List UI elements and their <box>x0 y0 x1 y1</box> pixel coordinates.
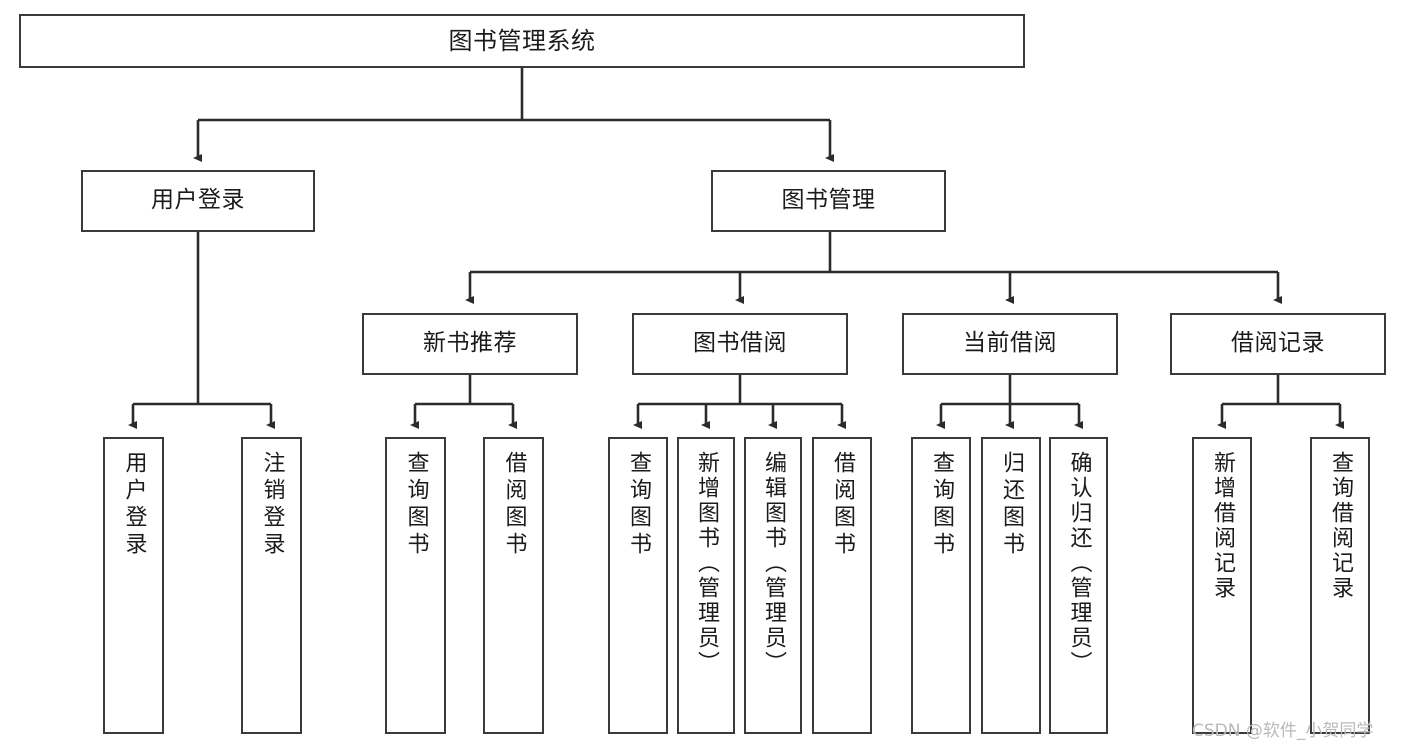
leaf-records-query-record[interactable]: 查询借阅记录 <box>1310 437 1370 734</box>
leaf-user-login-logout-label: 注销登录 <box>259 451 285 559</box>
leaf-current-return-book-label: 归还图书 <box>999 451 1024 559</box>
leaf-borrow-add-book[interactable]: 新增图书（管理员） <box>677 437 735 734</box>
node-new-book-recommend[interactable]: 新书推荐 <box>362 313 578 375</box>
node-user-login[interactable]: 用户登录 <box>81 170 315 232</box>
leaf-new-book-query[interactable]: 查询图书 <box>385 437 446 734</box>
csdn-watermark: CSDN @软件_小贺同学 <box>1192 721 1374 741</box>
node-book-management-label: 图书管理 <box>781 187 876 214</box>
leaf-records-add-record-label: 新增借阅记录 <box>1210 451 1235 601</box>
node-borrow-records-label: 借阅记录 <box>1231 330 1325 357</box>
leaf-new-book-query-label: 查询图书 <box>403 451 429 559</box>
leaf-user-login-login[interactable]: 用户登录 <box>103 437 164 734</box>
leaf-current-query-book-label: 查询图书 <box>929 451 954 559</box>
node-book-borrow[interactable]: 图书借阅 <box>632 313 848 375</box>
node-current-borrow[interactable]: 当前借阅 <box>902 313 1118 375</box>
leaf-user-login-login-label: 用户登录 <box>121 451 147 559</box>
leaf-borrow-borrow-book-label: 借阅图书 <box>830 451 855 559</box>
node-new-book-recommend-label: 新书推荐 <box>423 330 517 357</box>
leaf-current-confirm-return-label: 确认归还（管理员） <box>1066 451 1092 676</box>
leaf-borrow-edit-book-label: 编辑图书（管理员） <box>761 451 786 676</box>
node-book-borrow-label: 图书借阅 <box>693 330 787 357</box>
leaf-new-book-borrow-label: 借阅图书 <box>501 451 527 559</box>
leaf-new-book-borrow[interactable]: 借阅图书 <box>483 437 544 734</box>
leaf-current-query-book[interactable]: 查询图书 <box>911 437 971 734</box>
leaf-borrow-query-book-label: 查询图书 <box>626 451 651 559</box>
leaf-records-query-record-label: 查询借阅记录 <box>1328 451 1353 601</box>
node-current-borrow-label: 当前借阅 <box>963 330 1057 357</box>
leaf-borrow-edit-book[interactable]: 编辑图书（管理员） <box>744 437 802 734</box>
node-borrow-records[interactable]: 借阅记录 <box>1170 313 1386 375</box>
node-user-login-label: 用户登录 <box>151 187 245 214</box>
leaf-current-confirm-return[interactable]: 确认归还（管理员） <box>1049 437 1108 734</box>
leaf-borrow-borrow-book[interactable]: 借阅图书 <box>812 437 872 734</box>
node-root-label: 图书管理系统 <box>448 26 596 55</box>
leaf-borrow-add-book-label: 新增图书（管理员） <box>694 451 719 676</box>
leaf-records-add-record[interactable]: 新增借阅记录 <box>1192 437 1252 734</box>
leaf-current-return-book[interactable]: 归还图书 <box>981 437 1041 734</box>
node-root[interactable]: 图书管理系统 <box>19 14 1025 68</box>
leaf-user-login-logout[interactable]: 注销登录 <box>241 437 302 734</box>
leaf-borrow-query-book[interactable]: 查询图书 <box>608 437 668 734</box>
node-book-management[interactable]: 图书管理 <box>711 170 946 232</box>
